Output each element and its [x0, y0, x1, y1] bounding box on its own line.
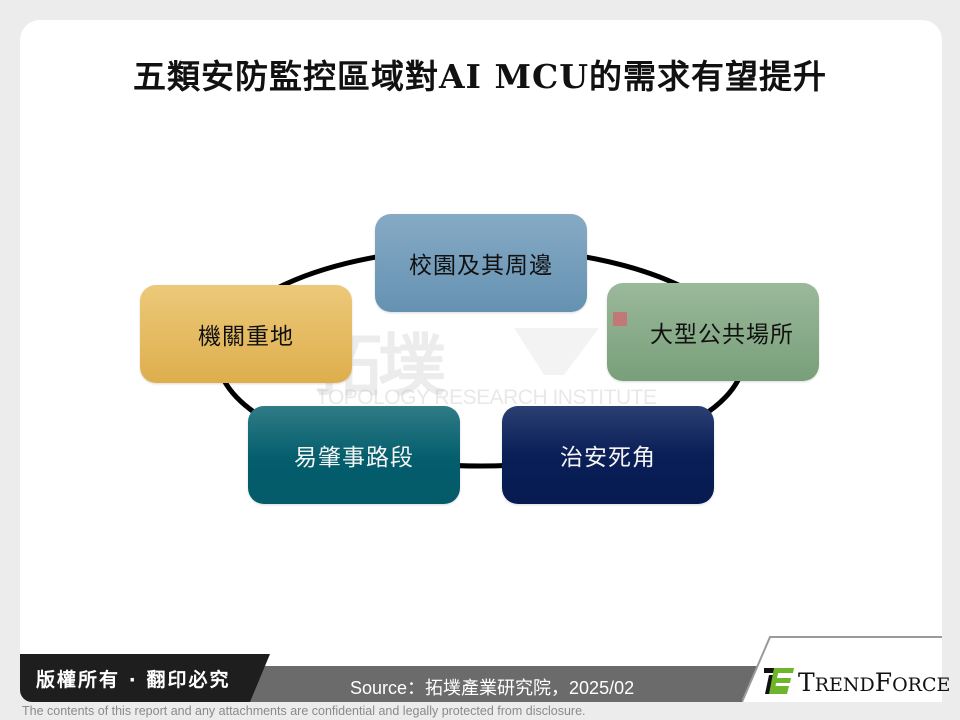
trendforce-logo-text: TRENDFORCE: [798, 668, 951, 697]
node-label: 機關重地: [198, 324, 294, 350]
node-label: 治安死角: [560, 445, 656, 471]
node-campus: 校園及其周邊: [375, 214, 587, 312]
footer-copyright-band: 版權所有 · 翻印必究: [20, 654, 270, 702]
node-label: 大型公共場所: [650, 322, 794, 348]
logo-panel-border: [742, 636, 942, 702]
watermark-i-dot-icon: [613, 312, 627, 326]
slide-title: 五類安防監控區域對AI MCU的需求有望提升: [132, 57, 828, 96]
node-government-sites: 機關重地: [140, 285, 352, 383]
node-label: 易肇事路段: [294, 445, 414, 471]
copyright-text: 版權所有 · 翻印必究: [36, 669, 231, 691]
node-security-blind-spots: 治安死角: [502, 406, 714, 504]
node-label: 校園及其周邊: [409, 253, 553, 279]
disclaimer-text: The contents of this report and any atta…: [22, 704, 586, 718]
footer-source-bar: [240, 666, 780, 702]
node-accident-prone-roads: 易肇事路段: [248, 406, 460, 504]
source-text: Source：拓墣產業研究院，2025/02: [350, 678, 635, 698]
node-public-venues: 大型公共場所: [607, 283, 819, 381]
trendforce-logo-icon: [764, 668, 794, 694]
